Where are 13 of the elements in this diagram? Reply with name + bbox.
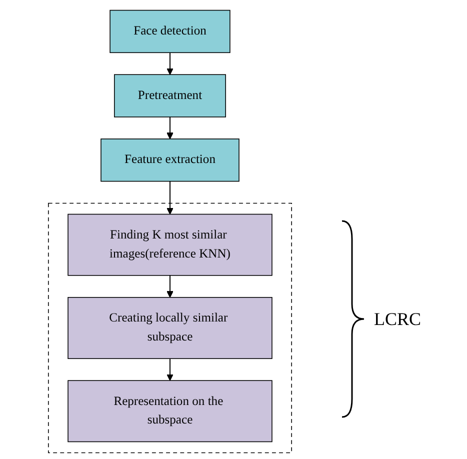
node-box: Face detection [110, 10, 230, 54]
node-box: Finding K most similar images(reference KNN) [68, 214, 272, 276]
group-label: LCRC [374, 308, 422, 330]
arrow [166, 358, 174, 381]
node-box: Feature extraction [100, 138, 240, 182]
arrow [166, 52, 174, 75]
arrow [166, 116, 174, 140]
node-box: Pretreatment [114, 74, 226, 118]
cluster [48, 202, 292, 454]
node-box: Representation on the subspace [68, 380, 272, 442]
arrow [166, 181, 174, 215]
arrow [166, 275, 174, 298]
node-box: Creating locally similar subspace [68, 297, 272, 359]
